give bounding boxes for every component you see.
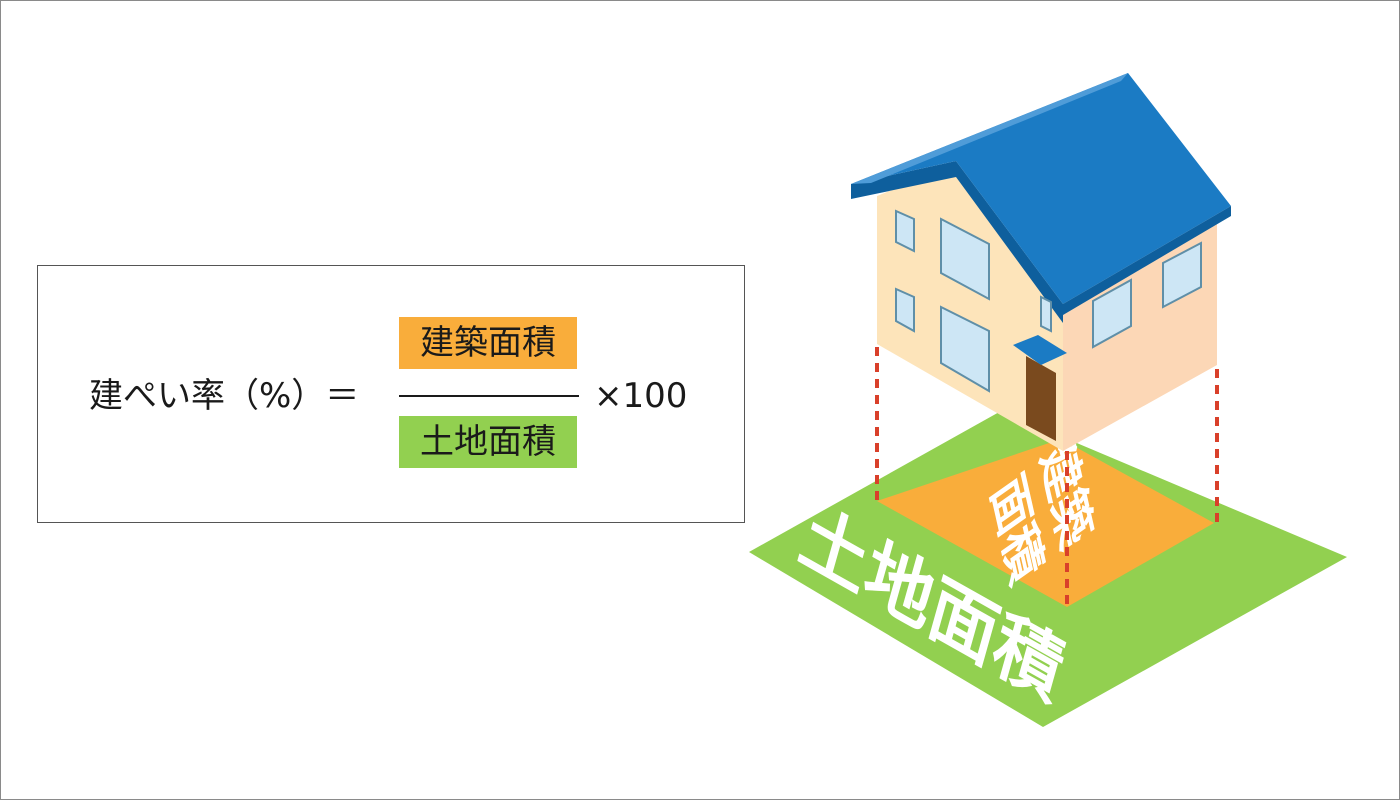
roof-highlight xyxy=(851,73,1128,184)
formula-box: 建ぺい率（%）＝ 建築面積 土地面積 ×100 xyxy=(37,265,745,523)
window-icon xyxy=(895,209,1052,393)
formula-denominator: 土地面積 xyxy=(399,416,577,468)
building-area xyxy=(877,439,1214,607)
door-canopy-icon xyxy=(1013,335,1067,365)
formula-multiplier: ×100 xyxy=(594,376,688,416)
door-icon xyxy=(1026,356,1056,441)
formula-lhs: 建ぺい率（%）＝ xyxy=(89,376,360,416)
window-icon xyxy=(1092,241,1202,349)
roof xyxy=(851,73,1231,304)
formula-numerator: 建築面積 xyxy=(399,317,577,369)
fraction-bar xyxy=(399,395,579,397)
dashed-guide-lines xyxy=(875,347,1219,607)
house-front-wall xyxy=(877,164,1063,451)
roof-edge xyxy=(1063,206,1231,315)
